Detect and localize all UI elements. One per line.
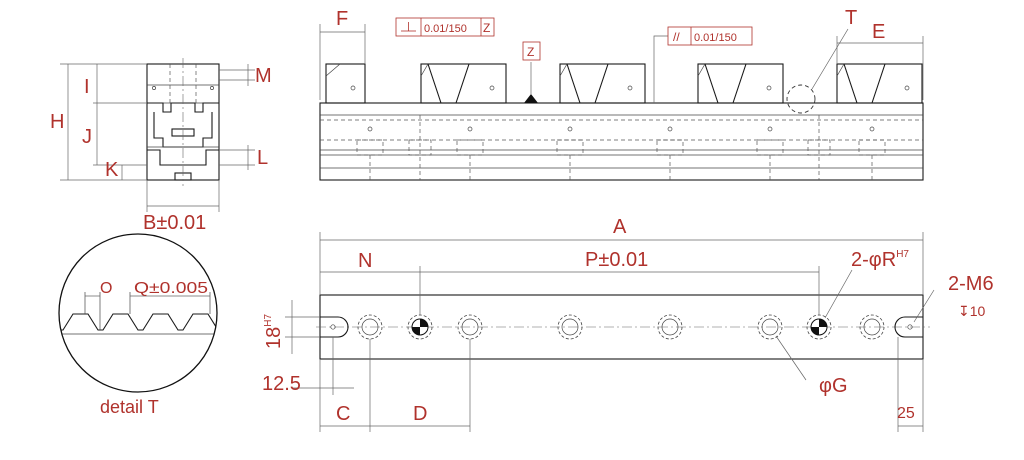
label-R-sup: H7 [896,249,909,260]
side-view-dimensions [319,24,924,100]
parallelism-symbol: // [673,30,680,44]
side-view [319,28,924,181]
label-18-sup: H7 [263,314,274,327]
label-K: K [105,159,119,181]
label-O: O [100,280,112,297]
label-R-text: 2-φR [851,249,896,271]
label-T: T [845,7,857,29]
label-Q: Q±0.005 [134,280,208,297]
label-I: I [84,76,90,98]
parallelism-frame [667,26,753,46]
datum-Z-label: Z [527,45,534,59]
label-18: 18H7 [263,314,285,349]
label-C: C [336,403,350,425]
label-B: B±0.01 [143,212,206,234]
detail-t [58,233,218,393]
label-M6: 2-M6 [948,273,994,295]
label-18-text: 18 [263,327,285,349]
top-view-dimensions [285,232,924,432]
detail-t-caption: detail T [100,397,159,417]
end-view [146,58,220,186]
label-25: 25 [897,405,915,422]
perpendicularity-frame [395,17,495,37]
perpendicularity-datum: Z [483,21,490,35]
parallelism-value: 0.01/150 [694,32,737,44]
label-R: 2-φRH7 [851,249,909,271]
label-P: P±0.01 [585,249,648,271]
label-D: D [413,403,427,425]
label-F: F [336,8,348,30]
label-E: E [872,21,885,43]
label-N: N [358,250,372,272]
perpendicularity-value: 0.01/150 [424,23,467,35]
label-J: J [82,126,92,148]
end-view-dimensions [60,63,255,212]
top-view [316,269,935,381]
label-A: A [613,216,627,238]
label-L: L [257,147,268,169]
label-G: φG [819,375,848,397]
label-M6-depth: ↧10 [958,303,986,319]
label-H: H [50,111,64,133]
label-12-5: 12.5 [262,373,301,395]
label-M: M [255,65,272,87]
